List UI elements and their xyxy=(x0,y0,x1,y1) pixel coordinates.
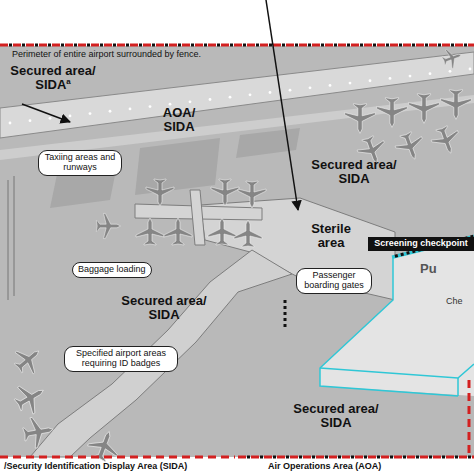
aircraft-icon xyxy=(211,179,239,206)
label-box: Che xyxy=(446,297,463,306)
aircraft-icon xyxy=(428,123,464,158)
callout-text: Baggage loading xyxy=(78,265,146,275)
aircraft-icon xyxy=(441,90,472,120)
public-area xyxy=(320,238,474,396)
callout-text: Screening checkpoint xyxy=(372,239,470,249)
aircraft-icon xyxy=(238,181,266,208)
legend-entry: Air Operations Area (AOA) xyxy=(268,461,381,471)
callout-bubble: Passenger boarding gates xyxy=(296,268,372,294)
perimeter-fence xyxy=(0,44,474,47)
runway-light xyxy=(29,119,32,122)
aircraft-icon xyxy=(96,213,120,238)
runway-light xyxy=(149,105,152,108)
checkpoint-tag: Screening checkpoint xyxy=(368,237,474,251)
runway-light xyxy=(309,86,312,89)
aircraft-icon xyxy=(85,426,124,464)
area-label: Secured area/ SIDA xyxy=(10,63,95,92)
runway-light xyxy=(9,122,12,125)
runway-light xyxy=(69,115,72,118)
label-box: Perimeter of entire airport surrounded b… xyxy=(12,50,201,59)
aircraft-icon xyxy=(440,45,464,70)
runway-light xyxy=(389,77,392,80)
sida-legend-line xyxy=(0,456,235,459)
runway-light xyxy=(49,117,52,120)
legend-text: Air Operations Area (AOA) xyxy=(268,461,381,471)
runway-light xyxy=(429,72,432,75)
aircraft-icon xyxy=(10,377,51,419)
concourse xyxy=(30,250,292,457)
runway-light xyxy=(469,68,472,71)
callout-text: Passenger boarding gates xyxy=(302,271,366,291)
area-label: Sterile area xyxy=(311,221,351,250)
aoa-legend-line xyxy=(238,456,474,459)
aircraft-icon xyxy=(208,218,236,245)
aircraft-icon xyxy=(9,340,48,379)
runway-light xyxy=(129,108,132,111)
public-area-outline xyxy=(320,238,474,396)
runway-light xyxy=(369,79,372,82)
leader-arrow xyxy=(266,0,298,210)
callout-text: Specified airport areas requiring ID bad… xyxy=(70,349,172,369)
runway-light xyxy=(409,75,412,78)
footnote-mark: a xyxy=(66,77,70,86)
area-label: Secured area/ SIDA xyxy=(311,157,396,186)
runway-light xyxy=(89,112,92,115)
legend-entry: /Security Identification Display Area (S… xyxy=(4,461,187,471)
label-box: Secured area/ SIDA xyxy=(112,294,216,321)
runway-light xyxy=(189,100,192,103)
aircraft-icon xyxy=(377,98,408,128)
label-box: Pu xyxy=(420,262,437,276)
callout-bubble: Taxiing areas and runways xyxy=(38,150,122,176)
fence-structure xyxy=(8,176,14,300)
aircraft-icon xyxy=(164,218,192,245)
aoa-legend-line xyxy=(238,456,474,459)
runway-light xyxy=(209,98,212,101)
gate-line xyxy=(284,300,287,330)
aircraft-icon xyxy=(409,94,440,124)
runway-light xyxy=(109,110,112,113)
runway-light xyxy=(229,96,232,99)
perimeter-fence xyxy=(0,44,474,47)
callout-text: Taxiing areas and runways xyxy=(44,153,116,173)
label-box: Secured area/ SIDAa xyxy=(2,64,104,92)
runway-light xyxy=(449,70,452,73)
runway-light xyxy=(349,82,352,85)
label-box: Secured area/ SIDA xyxy=(302,158,406,185)
perimeter-note: Perimeter of entire airport surrounded b… xyxy=(12,49,201,59)
aircraft-icon xyxy=(21,414,56,449)
runway-light xyxy=(289,89,292,92)
area-label: Pu xyxy=(420,261,437,276)
label-box: Secured area/ SIDA xyxy=(284,402,388,429)
legend-text: /Security Identification Display Area (S… xyxy=(4,461,187,471)
perimeter-fence xyxy=(468,380,471,457)
grass-area xyxy=(236,128,300,158)
grass-area xyxy=(135,138,220,195)
callout-bubble: Specified airport areas requiring ID bad… xyxy=(64,346,178,372)
aircraft-icon xyxy=(392,129,428,164)
aircraft-icon xyxy=(136,218,164,245)
area-label: Che xyxy=(446,296,463,306)
aircraft-icon xyxy=(234,220,262,247)
area-label: Secured area/ SIDA xyxy=(293,401,378,430)
runway-light xyxy=(249,93,252,96)
aircraft xyxy=(9,45,471,464)
label-box: Sterile area xyxy=(296,222,366,249)
callout-bubble: Baggage loading xyxy=(72,262,152,278)
area-label: Secured area/ SIDA xyxy=(121,293,206,322)
runway-light xyxy=(329,84,332,87)
label-box: AOA/ SIDA xyxy=(148,106,210,133)
leader-arrow xyxy=(22,104,70,122)
area-label: AOA/ SIDA xyxy=(163,105,196,134)
aircraft-icon xyxy=(345,104,376,134)
airport-ground xyxy=(0,46,474,457)
aircraft-icon xyxy=(146,179,174,206)
runway-light xyxy=(269,91,272,94)
